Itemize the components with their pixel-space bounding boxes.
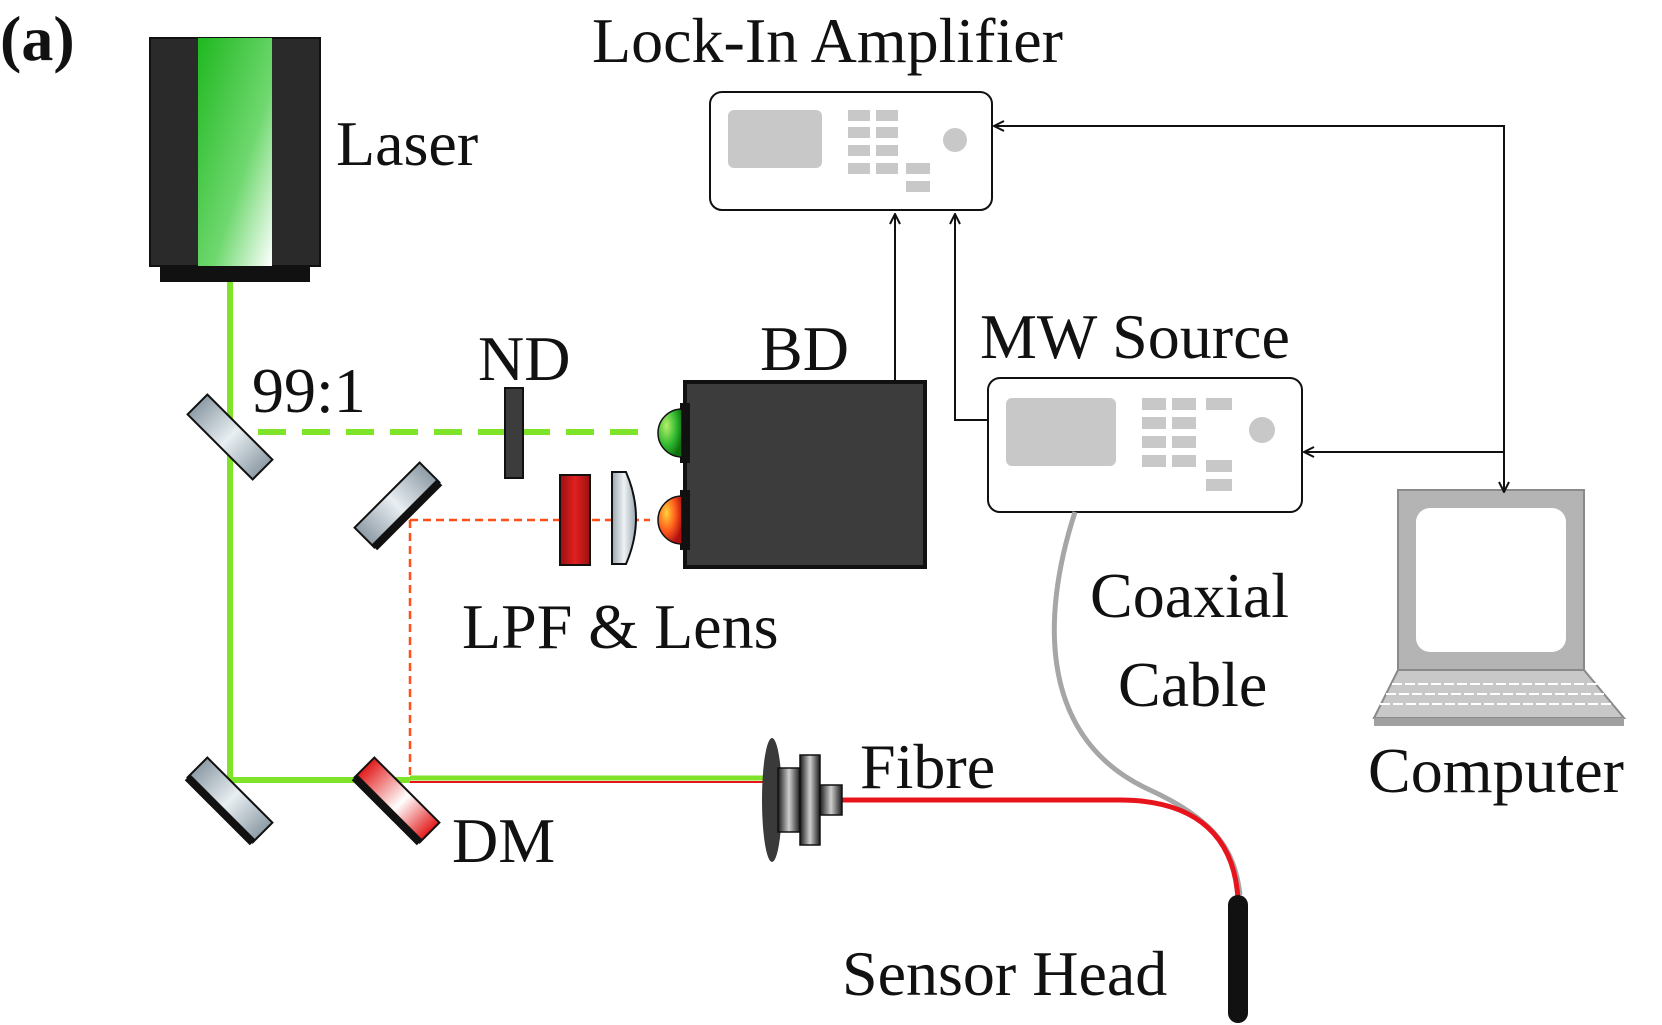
fold-mirror-top xyxy=(353,461,443,551)
label-nd: ND xyxy=(478,323,570,394)
label-dm: DM xyxy=(452,805,555,876)
label-mw-source: MW Source xyxy=(980,301,1290,372)
label-computer: Computer xyxy=(1368,735,1624,806)
computer-icon xyxy=(1372,489,1627,726)
signal-wiring xyxy=(895,126,1504,492)
beam-splitter-mirror xyxy=(186,393,274,481)
label-sensor-head: Sensor Head xyxy=(842,938,1167,1009)
label-cable: Cable xyxy=(1118,649,1267,720)
label-lock-in-amplifier: Lock-In Amplifier xyxy=(592,5,1063,76)
label-split-ratio: 99:1 xyxy=(252,355,366,426)
nd-filter xyxy=(504,387,524,479)
sensor-head xyxy=(1228,895,1248,1023)
balanced-detector xyxy=(657,380,927,569)
label-lpf-lens: LPF & Lens xyxy=(462,591,778,662)
optical-fibre xyxy=(840,797,1241,901)
dichroic-mirror xyxy=(351,756,441,846)
label-coaxial: Coaxial xyxy=(1090,560,1289,631)
laser-device xyxy=(149,37,321,282)
long-pass-filter xyxy=(559,474,591,566)
focusing-lens xyxy=(611,471,637,565)
label-bd: BD xyxy=(760,313,849,384)
fold-mirror-bottom xyxy=(184,756,274,846)
lock-in-amplifier-unit xyxy=(709,91,993,211)
label-laser: Laser xyxy=(336,108,478,179)
fibre-coupler xyxy=(762,738,843,862)
label-fibre: Fibre xyxy=(860,731,995,802)
fluorescence-beam-dashed xyxy=(408,518,650,780)
laser-beam-path xyxy=(227,266,775,783)
mw-source-unit xyxy=(987,377,1303,513)
panel-label: (a) xyxy=(0,3,75,74)
